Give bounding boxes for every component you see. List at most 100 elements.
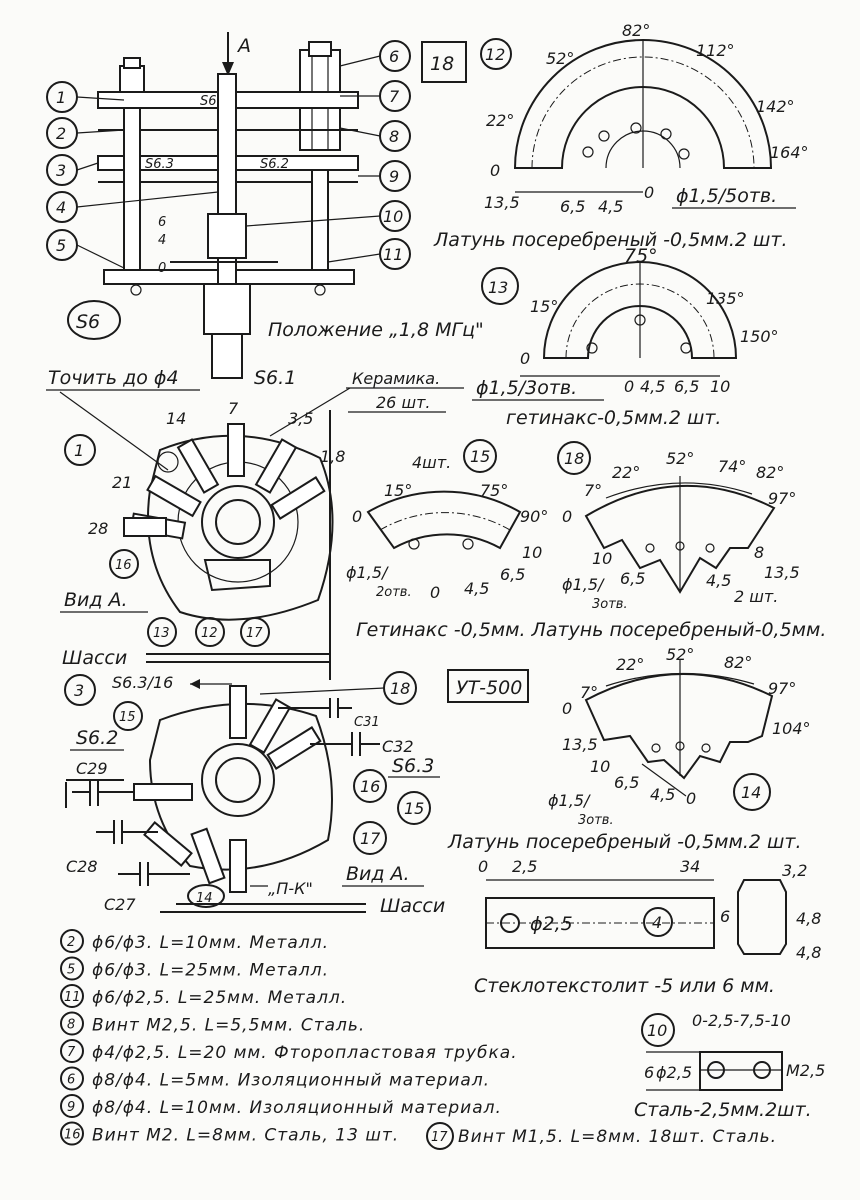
- turn-note: Точить до ϕ4: [48, 367, 179, 389]
- spec-item-text: ϕ8/ϕ4. L=10мм. Изоляционный материал.: [92, 1098, 502, 1118]
- part-4-side-3-2: 3,2: [782, 861, 807, 880]
- part-14-angle-82: 82°: [724, 653, 752, 672]
- svg-text:Винт M1,5. L=8мм. 18шт. Сталь.: Винт M1,5. L=8мм. 18шт. Сталь.: [458, 1127, 777, 1147]
- spec-item-text: ϕ6/ϕ2,5. L=25мм. Металл.: [92, 988, 347, 1008]
- part-18-angle-74: 74°: [718, 457, 746, 476]
- svg-text:4: 4: [56, 198, 66, 217]
- view-1-number: 1: [74, 441, 84, 460]
- part-13-number: 13: [488, 278, 508, 297]
- wafer-s6-2-label: S6.2: [260, 157, 289, 172]
- part-14-angle-22: 22°: [616, 655, 644, 674]
- spec-item-17: 17 Винт M1,5. L=8мм. 18шт. Сталь.: [426, 1122, 777, 1150]
- part-12-angle-112: 112°: [696, 41, 735, 60]
- part-15-angle-75: 75°: [480, 481, 508, 500]
- spec-item-text: ϕ6/ϕ3. L=10мм. Металл.: [92, 933, 329, 953]
- part-10-material: Сталь-2,5мм.2шт.: [634, 1099, 812, 1121]
- part-4-material: Стеклотекстолит -5 или 6 мм.: [474, 975, 775, 997]
- part-12-dim-0: 0: [644, 183, 654, 202]
- part-15-angle-90: 90°: [520, 507, 548, 526]
- part-13-angle-135: 135°: [706, 289, 745, 308]
- part-13-material: гетинакс-0,5мм.2 шт.: [506, 407, 721, 429]
- spec-item-2: 2 ϕ6/ϕ3. L=10мм. Металл.: [60, 929, 329, 953]
- part-4-dim-0: 0: [478, 857, 488, 876]
- spec-item-number: 6: [67, 1073, 75, 1088]
- part-12-dim-4-5: 4,5: [598, 197, 623, 216]
- part-12-material: Латунь посеребреный -0,5мм.2 шт.: [433, 229, 788, 251]
- view-3-marker-15a: 15: [119, 710, 136, 725]
- spec-item-number: 16: [64, 1128, 81, 1143]
- assembly-s6-label: S6: [76, 311, 100, 333]
- part-18-hole-bottom: 3отв.: [592, 597, 628, 612]
- part-10-dims: 0-2,5-7,5-10: [692, 1011, 791, 1030]
- shaft-mark-6: 6: [158, 215, 166, 230]
- part-12: 12 0 22° 52° 82° 112° 142° 164° 13,5 6,5…: [433, 21, 809, 251]
- part-14-angle-104: 104°: [772, 719, 811, 738]
- part-18-dim-4-5: 4,5: [706, 571, 731, 590]
- spec-item-number-circle: [60, 1066, 84, 1091]
- part-4-dim-2-5: 2,5: [512, 857, 537, 876]
- spec-item-number: 2: [67, 935, 75, 950]
- part-18-dim-8: 8: [754, 543, 764, 562]
- label-s6-2: S6.2: [76, 727, 118, 749]
- part-15: 4шт. 15 0 15° 75° 90° 10 6,5 4,5 0 ϕ1,5/…: [346, 439, 548, 602]
- position-note: Положение „1,8 МГц": [268, 319, 484, 341]
- callout-10: 10: [245, 200, 411, 232]
- spec-item-text: Винт M2,5. L=5,5мм. Сталь.: [92, 1016, 365, 1036]
- part-14-dim-10: 10: [590, 757, 610, 776]
- ceramic-qty: 26 шт.: [376, 393, 431, 412]
- part-15-hole-top: ϕ1,5/: [346, 563, 389, 582]
- spec-item-text: ϕ8/ϕ4. L=5мм. Изоляционный материал.: [92, 1071, 490, 1091]
- callout-8: 8: [339, 120, 411, 152]
- view-3-marker-18: 18: [390, 679, 410, 698]
- callout-6: 6: [339, 40, 411, 72]
- pk-label: „П-К": [268, 879, 313, 898]
- view-3-marker-16: 16: [360, 777, 380, 796]
- svg-text:3: 3: [56, 161, 66, 180]
- part-14-dim-13-5: 13,5: [562, 735, 598, 754]
- callout-9: 9: [358, 160, 411, 192]
- material-note-15-18: Гетинакс -0,5мм. Латунь посеребреный-0,5…: [356, 619, 826, 641]
- part-4: 0 2,5 34 ϕ2,5 4 3,2 6 4,8 4,8 Стеклотекс…: [474, 857, 821, 997]
- capacitor-c29: C29: [65, 759, 134, 808]
- part-12-dim-6-5: 6,5: [560, 197, 585, 216]
- part-18-angle-82: 82°: [756, 463, 784, 482]
- part-13-hole: ϕ1,5/3отв.: [476, 377, 577, 399]
- part-18-number: 18: [564, 449, 584, 468]
- pin-14: 14: [166, 409, 186, 428]
- part-12-angle-142: 142°: [756, 97, 795, 116]
- spec-item-number: 9: [67, 1100, 75, 1115]
- pin-3-5: 3,5: [288, 409, 313, 428]
- part-14-dim-0: 0: [686, 789, 696, 808]
- callout-5: 5: [46, 229, 125, 269]
- spec-item-number-circle: [60, 956, 84, 981]
- part-18: 18 0 7° 22° 52° 74° 82° 97° 10 6,5 8 13,…: [557, 441, 800, 612]
- part-12-dim-13-5: 13,5: [484, 193, 520, 212]
- svg-text:5: 5: [56, 236, 66, 255]
- part-12-angle-0: 0: [490, 161, 500, 180]
- part-15-dim-6-5: 6,5: [500, 565, 525, 584]
- capacitor-c28: C28: [66, 820, 158, 876]
- callout-3: 3: [46, 154, 99, 186]
- view-3-title: Вид А.: [346, 863, 410, 885]
- part-18-qty: 2 шт.: [734, 587, 778, 606]
- spec-item-number-circle: [60, 1094, 84, 1118]
- view-1-wafer-s6-1: Точить до ϕ4 S6.1 Керамика. 26 шт. 1 7 1…: [46, 367, 464, 680]
- view-1-marker-17: 17: [246, 626, 263, 641]
- spec-item-number-circle: [60, 984, 84, 1008]
- part-14-angle-7: 7°: [580, 683, 598, 702]
- part-14-hole-top: ϕ1,5/: [548, 791, 591, 810]
- part-13-dim-4-5: 4,5: [640, 377, 665, 396]
- spec-item-text: ϕ6/ϕ3. L=25мм. Металл.: [92, 961, 329, 981]
- part-15-number: 15: [470, 447, 490, 466]
- view-3-number: 3: [74, 681, 84, 700]
- part-12-angle-164: 164°: [770, 143, 809, 162]
- callout-7: 7: [340, 80, 411, 112]
- capacitor-c31: C31: [278, 698, 380, 730]
- assembly-drawing: A S6.1 S6.3 S6.2 6 4 0 1 2 3 4 5 6 7 8 9…: [46, 32, 484, 379]
- part-13: 13 0 15° 75° 135° 150° ϕ1,5/3отв. 0 4,5 …: [472, 245, 779, 429]
- spec-item-number: 8: [67, 1018, 75, 1033]
- view-1-marker-16: 16: [115, 558, 132, 573]
